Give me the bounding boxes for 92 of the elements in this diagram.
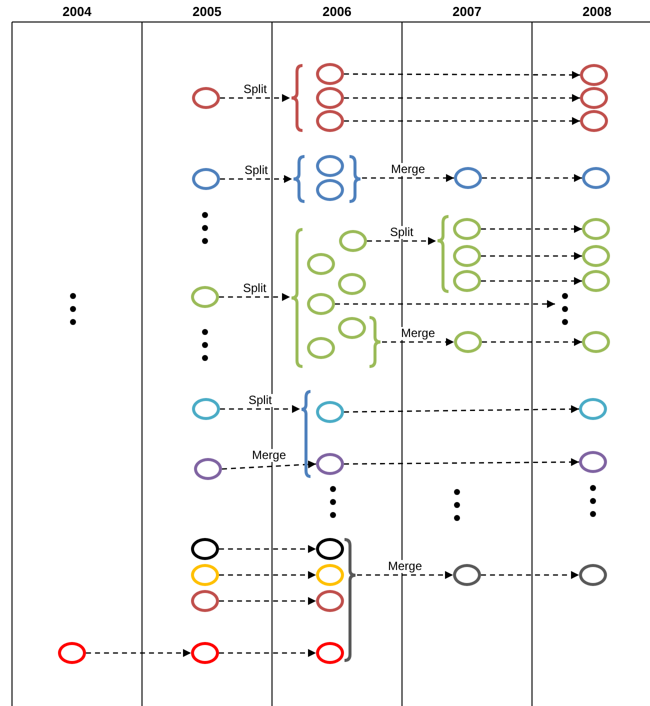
dashed-arrow xyxy=(220,175,292,183)
edge-label: Merge xyxy=(251,449,288,462)
edge-label: Split xyxy=(242,282,268,295)
dashed-arrow xyxy=(219,571,316,579)
year-label: 2004 xyxy=(62,4,92,19)
edge-label: Split xyxy=(244,164,269,177)
community-circle xyxy=(316,179,344,201)
community-circle xyxy=(192,87,220,109)
community-circle xyxy=(194,458,222,480)
community-circle xyxy=(339,230,367,252)
dashed-arrow xyxy=(219,545,316,553)
community-circle xyxy=(316,401,344,423)
community-circle xyxy=(582,218,610,240)
community-circle xyxy=(307,337,335,359)
edge-label: Merge xyxy=(390,163,426,176)
curly-brace xyxy=(290,228,304,368)
dashed-arrow xyxy=(481,252,582,260)
year-label: 2008 xyxy=(582,4,612,19)
community-circle xyxy=(579,451,607,473)
edge-label: Split xyxy=(242,83,268,96)
dashed-arrow xyxy=(367,237,436,245)
community-circle xyxy=(454,167,482,189)
curly-brace xyxy=(348,155,362,203)
dashed-arrow xyxy=(86,649,191,657)
community-circle xyxy=(453,245,481,267)
community-circle xyxy=(338,317,366,339)
community-circle xyxy=(316,110,344,132)
community-circle xyxy=(579,564,607,586)
community-circle xyxy=(316,642,344,664)
community-circle xyxy=(582,270,610,292)
community-circle xyxy=(316,538,344,560)
dashed-arrow xyxy=(219,649,316,657)
year-label: 2006 xyxy=(322,4,352,19)
curly-brace xyxy=(368,316,382,368)
dashed-arrow xyxy=(482,338,582,346)
community-circle xyxy=(453,270,481,292)
community-circle xyxy=(453,218,481,240)
edge-label: Split xyxy=(248,394,273,407)
dashed-arrow xyxy=(344,94,580,102)
dashed-arrow xyxy=(220,405,300,413)
community-circle xyxy=(191,564,219,586)
curly-brace xyxy=(436,215,450,293)
edge-label: Merge xyxy=(387,560,424,573)
community-circle xyxy=(191,538,219,560)
community-circle xyxy=(453,564,481,586)
curly-brace xyxy=(292,155,306,203)
community-circle xyxy=(582,245,610,267)
curly-brace xyxy=(300,390,312,478)
community-circle xyxy=(316,63,344,85)
dashed-arrow xyxy=(222,460,316,470)
dashed-arrow xyxy=(219,293,290,301)
community-circle xyxy=(582,331,610,353)
community-circle xyxy=(580,87,608,109)
year-label: 2007 xyxy=(452,4,482,19)
dashed-arrow xyxy=(344,70,580,79)
community-circle xyxy=(191,286,219,308)
community-circle xyxy=(307,253,335,275)
community-circle xyxy=(316,590,344,612)
community-circle xyxy=(580,110,608,132)
year-label: 2005 xyxy=(192,4,222,19)
community-circle xyxy=(580,64,608,86)
community-circle xyxy=(582,167,610,189)
edge-label: Merge xyxy=(400,327,436,340)
curly-brace xyxy=(343,538,357,662)
dashed-arrow xyxy=(219,597,316,605)
community-circle xyxy=(338,273,366,295)
dashed-arrow xyxy=(382,338,454,346)
dashed-arrow xyxy=(357,571,453,579)
community-circle xyxy=(316,453,344,475)
dashed-arrow xyxy=(335,300,555,308)
dashed-arrow xyxy=(344,405,579,414)
community-circle xyxy=(192,168,220,190)
community-circle xyxy=(316,155,344,177)
dashed-arrow xyxy=(481,571,579,579)
curly-brace xyxy=(290,64,304,132)
dashed-arrow xyxy=(344,458,579,466)
dashed-arrow xyxy=(481,225,582,233)
dashed-arrow xyxy=(362,174,454,182)
dashed-arrow xyxy=(482,174,582,182)
community-circle xyxy=(191,642,219,664)
community-circle xyxy=(316,564,344,586)
edge-label: Split xyxy=(389,226,414,239)
community-circle xyxy=(191,590,219,612)
community-circle xyxy=(58,642,86,664)
community-circle xyxy=(579,398,607,420)
dashed-arrow xyxy=(220,94,290,102)
dashed-arrow xyxy=(481,277,582,285)
community-circle xyxy=(192,398,220,420)
dashed-arrow xyxy=(344,117,580,125)
community-circle xyxy=(454,331,482,353)
community-circle xyxy=(316,87,344,109)
community-circle xyxy=(307,293,335,315)
